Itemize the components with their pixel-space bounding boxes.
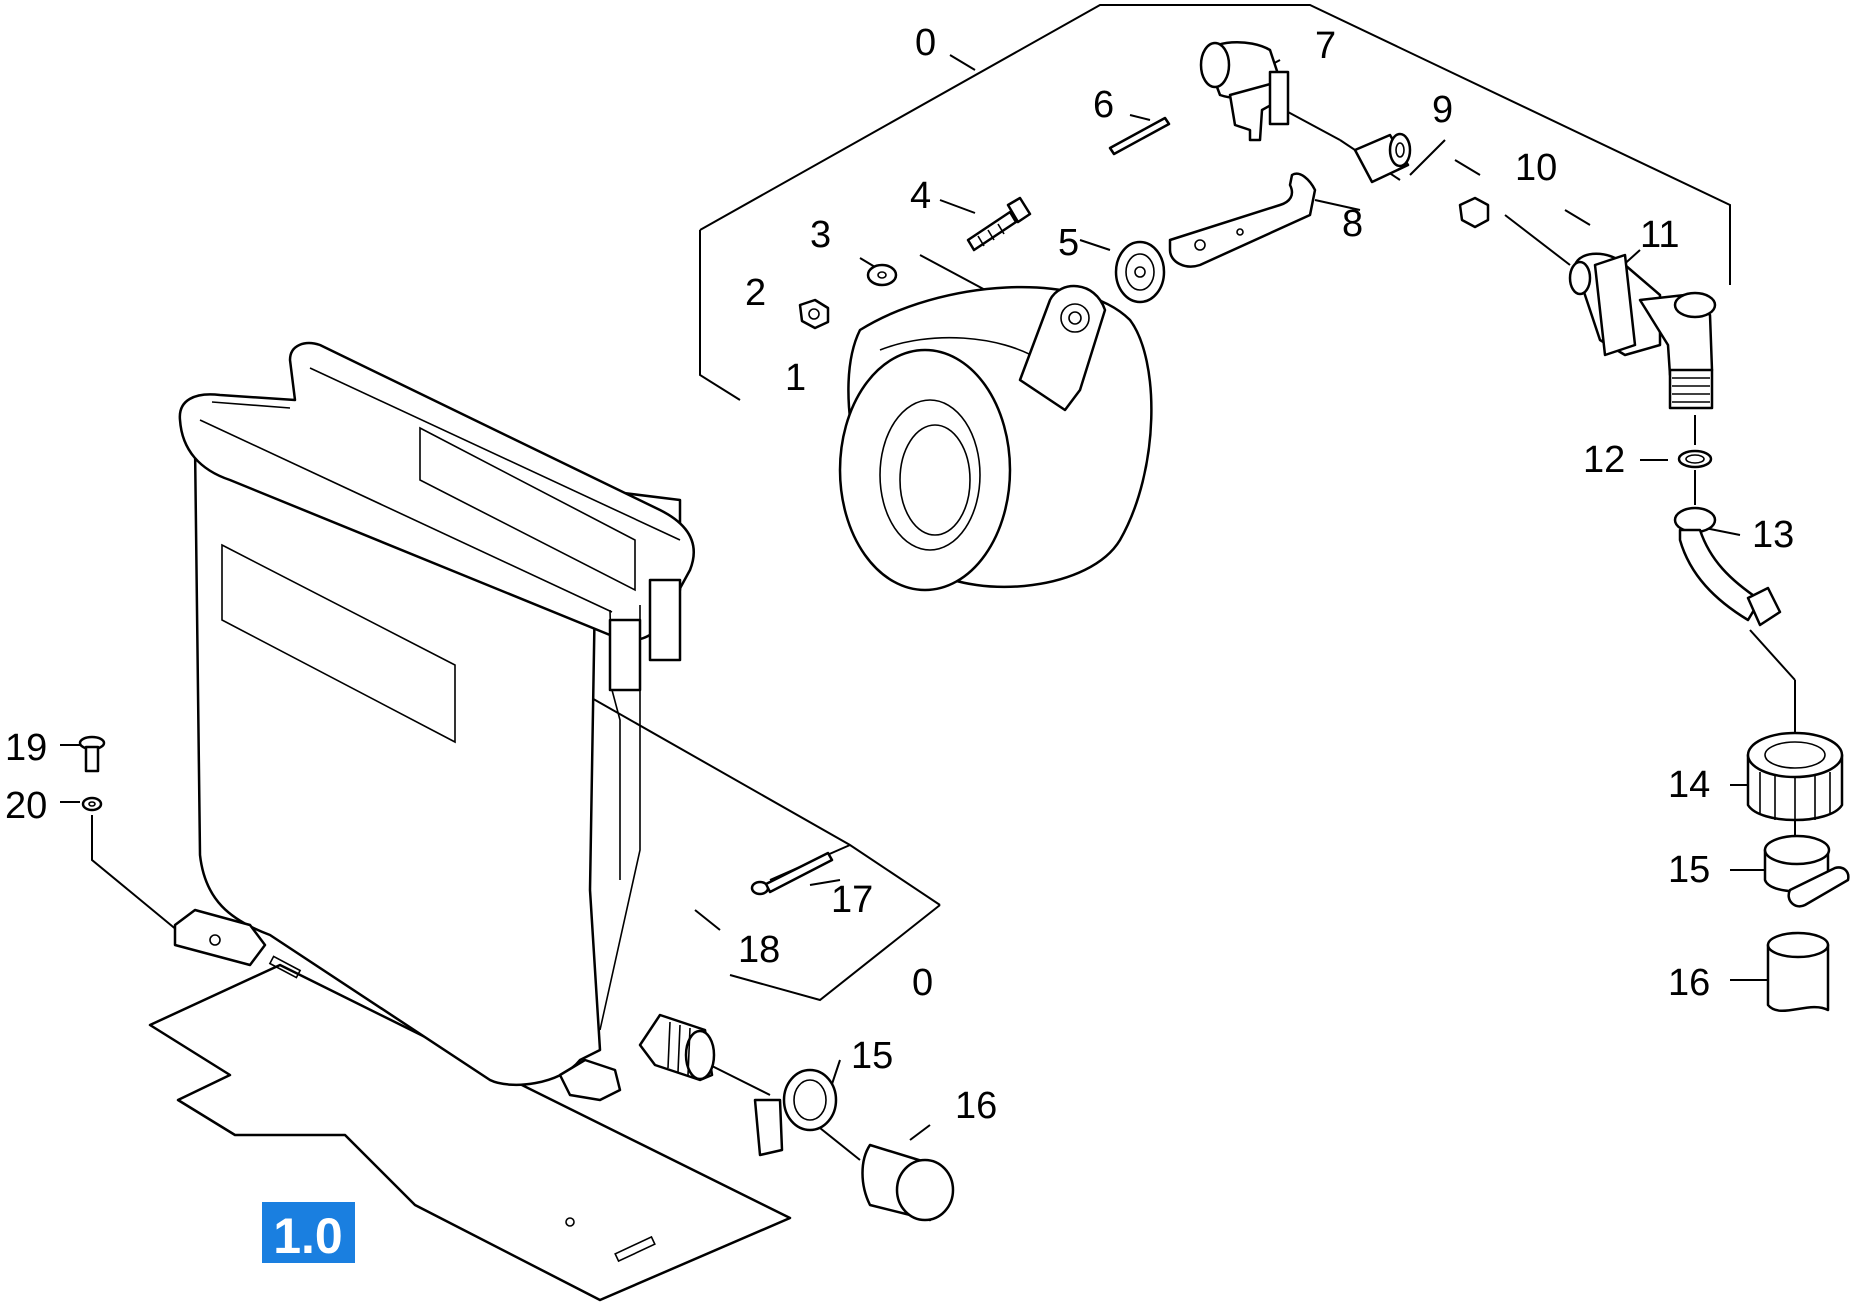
callout-12: 12 — [1583, 439, 1625, 481]
wheel-part — [838, 284, 1153, 592]
callout-15-right: 15 — [1668, 849, 1710, 891]
washer-part — [866, 263, 898, 287]
star-washer-part — [1114, 240, 1166, 304]
small-washer-part — [81, 796, 103, 812]
hose-elbow-part — [1673, 506, 1782, 627]
callout-11: 11 — [1640, 214, 1679, 256]
o-ring-part — [1677, 449, 1713, 469]
union-nut-part — [1746, 731, 1844, 822]
callout-0-top: 0 — [915, 22, 936, 64]
assembly-badge: 1.0 — [262, 1202, 355, 1264]
callout-5: 5 — [1058, 222, 1079, 264]
callout-16-right: 16 — [1668, 962, 1710, 1004]
valve-part — [1199, 40, 1290, 142]
hose-clamp-part-bottom — [753, 1068, 838, 1157]
elbow-fitting-part — [1568, 252, 1717, 410]
callout-20: 20 — [5, 785, 47, 827]
tube-part-right — [1766, 931, 1830, 1012]
pin-part — [1108, 116, 1171, 156]
callout-3: 3 — [810, 214, 831, 256]
callout-0-bottom: 0 — [912, 962, 933, 1004]
sleeve-part — [1353, 132, 1412, 184]
callout-7: 7 — [1315, 25, 1336, 67]
screw-part — [78, 735, 106, 773]
tank-part — [148, 341, 792, 1302]
bracket-lines — [559, 4, 1731, 1002]
callout-1: 1 — [785, 357, 806, 399]
assembly-badge-label: 1.0 — [273, 1208, 343, 1264]
callout-10: 10 — [1515, 147, 1557, 189]
callout-labels: 0 0 1 2 3 4 5 6 7 8 9 10 11 12 13 14 15 … — [5, 22, 1794, 1127]
lever-part — [1168, 172, 1317, 268]
callout-9: 9 — [1432, 89, 1453, 131]
callout-19: 19 — [5, 727, 47, 769]
callout-4: 4 — [910, 175, 931, 217]
nut-part — [798, 298, 830, 330]
callout-18: 18 — [738, 929, 780, 971]
callout-17: 17 — [831, 879, 873, 921]
callout-2: 2 — [745, 272, 766, 314]
callout-15-bottom: 15 — [851, 1035, 893, 1077]
callout-14: 14 — [1668, 764, 1710, 806]
cotter-pin-part — [750, 851, 834, 896]
hose-clamp-part-right — [1763, 834, 1850, 908]
callout-16-bottom: 16 — [955, 1085, 997, 1127]
small-nut-part — [1458, 196, 1490, 229]
bolt-part — [966, 196, 1032, 252]
callout-8: 8 — [1342, 203, 1363, 245]
callout-13: 13 — [1752, 514, 1794, 556]
callout-6: 6 — [1093, 84, 1114, 126]
tube-part-bottom — [861, 1143, 955, 1222]
